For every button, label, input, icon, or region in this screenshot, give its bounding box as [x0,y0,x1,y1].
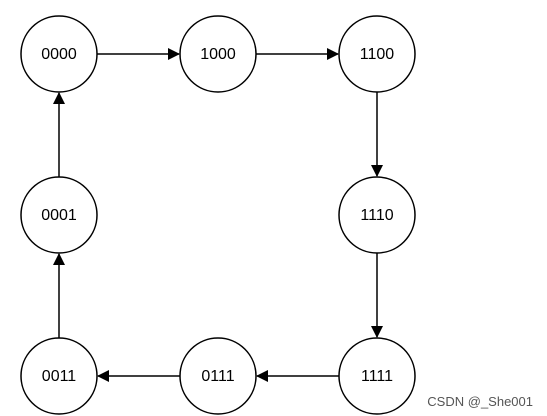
state-node-0001: 0001 [20,176,98,254]
state-node-1000: 1000 [179,15,257,93]
state-node-1111: 1111 [338,337,416,415]
state-label: 0000 [41,46,77,63]
transitions-layer [53,48,383,382]
state-circle [20,15,98,93]
state-circle [20,337,98,415]
state-label: 0001 [41,207,77,224]
state-circle [179,337,257,415]
state-label: 1110 [360,207,393,224]
state-circle [179,15,257,93]
state-label: 1111 [361,368,393,385]
state-label: 1000 [200,46,236,63]
state-circle [20,176,98,254]
state-node-0011: 0011 [20,337,98,415]
state-node-1110: 1110 [338,176,416,254]
state-node-0000: 0000 [20,15,98,93]
state-circle [338,176,416,254]
state-label: 0111 [201,368,234,385]
states-layer: 0000 1000 1100 1110 1111 0111 0011 0001 [20,15,416,415]
state-label: 1100 [360,46,395,63]
state-label: 0011 [42,368,77,385]
watermark-text: CSDN @_She001 [427,394,533,409]
state-circle [338,15,416,93]
state-node-0111: 0111 [179,337,257,415]
state-circle [338,337,416,415]
state-node-1100: 1100 [338,15,416,93]
